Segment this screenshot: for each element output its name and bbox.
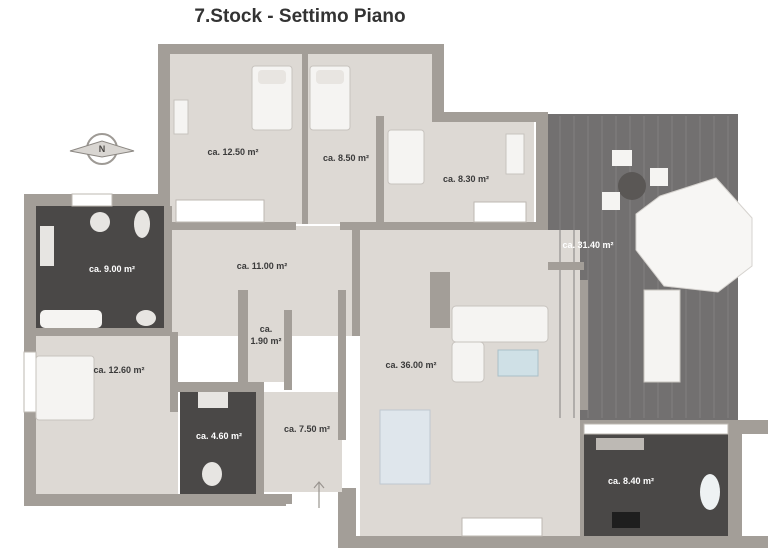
north-compass-icon: N xyxy=(69,133,135,165)
room-label: 1.90 m² xyxy=(250,336,281,346)
room-label: ca. 31.40 m² xyxy=(562,240,613,250)
outer-walls xyxy=(24,44,768,548)
room-label: ca. 36.00 m² xyxy=(385,360,436,370)
interior-walls xyxy=(36,54,588,494)
room-label: ca. 8.50 m² xyxy=(323,153,369,163)
room-label: ca. xyxy=(260,324,273,334)
room-label: ca. 11.00 m² xyxy=(237,261,288,271)
windows xyxy=(23,193,729,537)
room-label: ca. 7.50 m² xyxy=(284,424,330,434)
room-label: ca. 4.60 m² xyxy=(196,431,242,441)
room-label: ca. 12.50 m² xyxy=(207,147,258,157)
room-floors xyxy=(36,54,738,536)
room-label: ca. 8.30 m² xyxy=(443,174,489,184)
room-label: ca. 9.00 m² xyxy=(89,264,135,274)
furniture xyxy=(35,65,753,528)
plan-title: 7.Stock - Settimo Piano xyxy=(194,6,406,27)
room-label: ca. 8.40 m² xyxy=(608,476,654,486)
compass-north-letter: N xyxy=(99,144,106,154)
room-labels: ca. 12.50 m² ca. 8.50 m² ca. 8.30 m² ca.… xyxy=(89,147,654,486)
entrance-arrow-icon xyxy=(313,481,325,508)
room-label: ca. 12.60 m² xyxy=(93,365,144,375)
